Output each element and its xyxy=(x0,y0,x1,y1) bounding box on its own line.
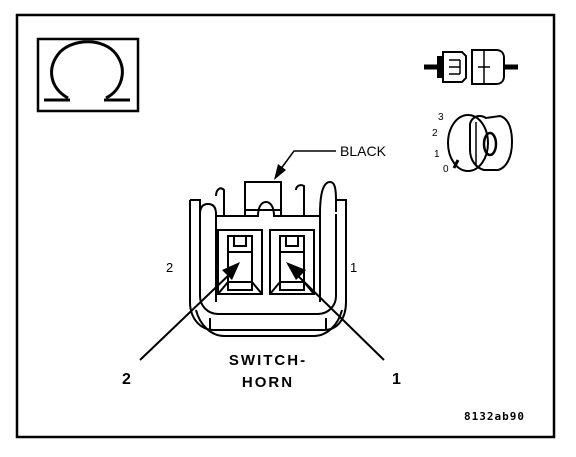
color-leader-line xyxy=(279,150,336,171)
connector-body xyxy=(189,180,347,337)
callout-leader-1 xyxy=(286,262,385,361)
key-position-2: 2 xyxy=(432,128,438,139)
connector-title-line-1: SWITCH- xyxy=(229,352,307,369)
callout-label-2: 2 xyxy=(122,371,131,388)
callout-leader-2 xyxy=(139,262,240,361)
connector-disconnect-icon xyxy=(424,49,518,85)
key-position-3: 3 xyxy=(438,112,444,123)
connector-color-label: BLACK xyxy=(340,143,387,159)
ohmmeter-symbol-icon xyxy=(36,37,140,113)
cavity-label-left: 2 xyxy=(166,260,173,275)
diagram-border xyxy=(15,13,556,439)
key-position-1: 1 xyxy=(434,149,440,160)
ignition-key-off-icon: 3 2 1 0 xyxy=(432,112,514,175)
callout-label-1: 1 xyxy=(392,371,401,388)
cavity-label-right: 1 xyxy=(350,260,357,275)
connector-title-line-2: HORN xyxy=(242,374,294,391)
figure-code: 8132ab90 xyxy=(464,410,525,423)
color-leader-arrow xyxy=(274,164,286,180)
key-position-0: 0 xyxy=(443,164,449,175)
